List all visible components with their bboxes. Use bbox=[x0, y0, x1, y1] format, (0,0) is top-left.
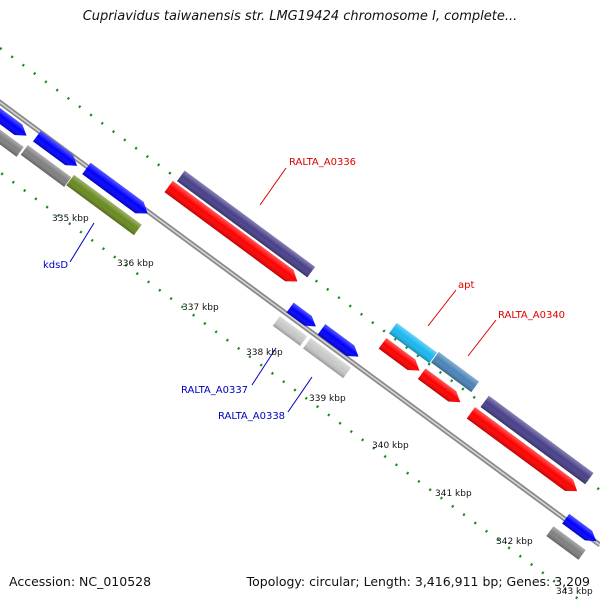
gene-gray-bottom[interactable] bbox=[546, 526, 586, 560]
gene-purple-right[interactable] bbox=[480, 395, 594, 485]
tick-label-335: 335 kbp bbox=[52, 214, 89, 224]
gene-label-ralta-a0336[interactable]: RALTA_A0336 bbox=[289, 157, 356, 168]
gene-blue-kds-right[interactable] bbox=[82, 162, 151, 219]
gene-ralta-a0336-purple[interactable] bbox=[176, 170, 316, 278]
gene-label-kdsd[interactable]: kdsD bbox=[43, 260, 68, 271]
inner-tick-ring bbox=[0, 170, 582, 600]
leader-ralta-a0340 bbox=[467, 319, 497, 357]
leader-apt bbox=[427, 289, 457, 327]
gene-blue-a0337-top[interactable] bbox=[286, 302, 320, 332]
gene-blue-edge-1-shading bbox=[0, 103, 27, 136]
tick-label-339: 339 kbp bbox=[309, 394, 346, 404]
gene-red-right[interactable] bbox=[466, 407, 582, 497]
gene-red-a0340-lower-shading bbox=[417, 368, 461, 403]
gene-blue-a0337-top-shading bbox=[286, 302, 316, 327]
gene-blue-bottom[interactable] bbox=[562, 513, 600, 546]
genes bbox=[0, 103, 600, 560]
gene-ralta-a0336-red[interactable] bbox=[164, 180, 301, 287]
gene-steel-a0340[interactable] bbox=[431, 351, 479, 393]
gene-ralta-a0336-red-shading bbox=[164, 180, 298, 282]
gene-gray-kds-upstream-shading bbox=[20, 145, 72, 187]
ring-dots bbox=[0, 46, 600, 600]
leader-ralta-a0337 bbox=[251, 347, 277, 386]
gene-red-apt-lower-shading bbox=[378, 338, 420, 371]
tick-label-342: 342 kbp bbox=[496, 537, 533, 547]
gene-ralta-a0337-shading bbox=[272, 316, 308, 346]
tick-label-341: 341 kbp bbox=[435, 489, 472, 499]
gene-gray-edge-1[interactable] bbox=[0, 123, 24, 157]
gene-ralta-a0336-purple-shading bbox=[176, 170, 316, 278]
gene-steel-a0340-shading bbox=[431, 351, 479, 393]
tick-label-343: 343 kbp bbox=[556, 587, 593, 597]
leader-ralta-a0336 bbox=[259, 167, 287, 206]
gene-kdsd-shading bbox=[66, 174, 142, 236]
gene-blue-edge-1[interactable] bbox=[0, 103, 30, 141]
gene-blue-kds-upstream-shading bbox=[33, 130, 78, 166]
gene-ralta-a0338[interactable] bbox=[303, 337, 351, 379]
gene-blue-bottom-shading bbox=[562, 513, 597, 542]
leader-kdsd bbox=[69, 222, 95, 263]
gene-red-apt-lower[interactable] bbox=[378, 338, 424, 376]
gene-gray-bottom-shading bbox=[546, 526, 586, 560]
gene-blue-kds-upstream[interactable] bbox=[33, 130, 81, 171]
topology-text: Topology: circular; Length: 3,416,911 bp… bbox=[246, 574, 590, 589]
leader-ralta-a0338 bbox=[287, 376, 313, 413]
gene-label-ralta-a0337[interactable]: RALTA_A0337 bbox=[181, 385, 248, 396]
gene-blue-a0338-top[interactable] bbox=[317, 324, 363, 362]
gene-apt[interactable] bbox=[389, 322, 437, 364]
tick-label-336: 336 kbp bbox=[117, 259, 154, 269]
gene-label-apt[interactable]: apt bbox=[458, 280, 474, 291]
gene-blue-a0338-top-shading bbox=[317, 324, 359, 357]
gene-apt-shading bbox=[389, 322, 437, 364]
label-leaders bbox=[69, 167, 497, 413]
accession-text: Accession: NC_010528 bbox=[9, 574, 152, 589]
gene-ralta-a0337[interactable] bbox=[272, 316, 308, 346]
map-title: Cupriavidus taiwanensis str. LMG19424 ch… bbox=[82, 9, 518, 24]
tick-label-338: 338 kbp bbox=[246, 348, 283, 358]
gene-label-ralta-a0340[interactable]: RALTA_A0340 bbox=[498, 310, 565, 321]
gene-red-a0340-lower[interactable] bbox=[417, 368, 464, 408]
gene-blue-kds-right-shading bbox=[82, 162, 148, 214]
gene-purple-right-shading bbox=[480, 395, 594, 485]
gene-label-ralta-a0338[interactable]: RALTA_A0338 bbox=[218, 411, 285, 422]
tick-label-340: 340 kbp bbox=[372, 441, 409, 451]
gene-kdsd[interactable] bbox=[66, 174, 142, 236]
gene-ralta-a0338-shading bbox=[303, 337, 351, 379]
gene-red-right-shading bbox=[466, 407, 578, 492]
tick-label-337: 337 kbp bbox=[182, 303, 219, 313]
gene-gray-edge-1-shading bbox=[0, 123, 24, 157]
gene-gray-kds-upstream[interactable] bbox=[20, 145, 72, 187]
